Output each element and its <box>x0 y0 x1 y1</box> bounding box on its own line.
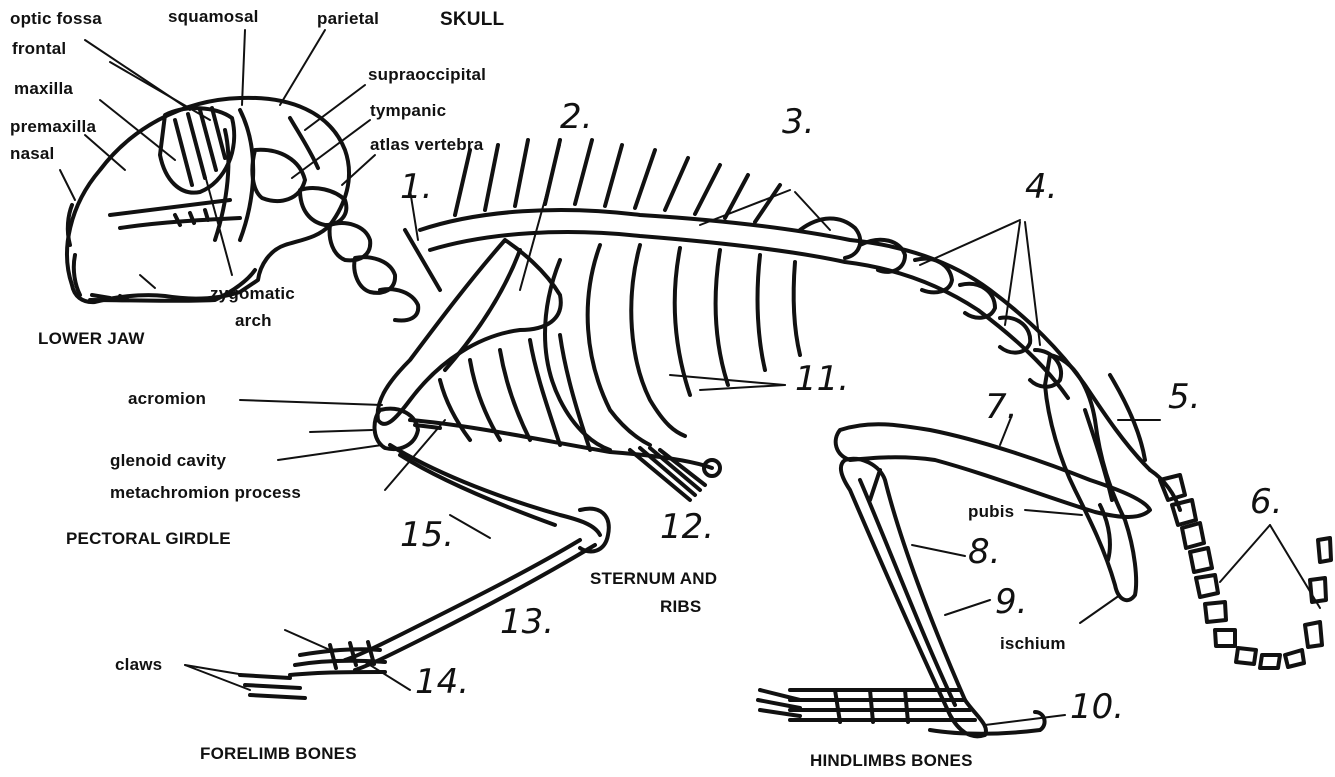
cervical-vertebrae <box>300 188 440 320</box>
label-lower-jaw: LOWER JAW <box>38 330 145 347</box>
pelvis <box>1045 355 1145 600</box>
label-zygomatic: zygomatic <box>210 285 295 302</box>
label-parietal: parietal <box>317 10 379 27</box>
label-metachromion-process: metachromion process <box>110 484 301 501</box>
number-4: 4. <box>1025 170 1057 204</box>
label-supraoccipital: supraoccipital <box>368 66 486 83</box>
number-10: 10. <box>1070 690 1124 724</box>
label-pubis: pubis <box>968 503 1014 520</box>
label-sternum-and: STERNUM AND <box>590 570 717 587</box>
number-12: 12. <box>660 510 714 544</box>
number-9: 9. <box>995 585 1027 619</box>
label-acromion: acromion <box>128 390 206 407</box>
label-claws: claws <box>115 656 162 673</box>
label-squamosal: squamosal <box>168 8 259 25</box>
label-glenoid-cavity: glenoid cavity <box>110 452 226 469</box>
label-hindlimb-bones: HINDLIMBS BONES <box>810 752 973 769</box>
label-ribs: RIBS <box>660 598 701 615</box>
label-pectoral-girdle: PECTORAL GIRDLE <box>66 530 231 547</box>
number-7: 7. <box>985 390 1017 424</box>
label-ischium: ischium <box>1000 635 1066 652</box>
number-1: 1. <box>400 170 432 204</box>
label-frontal: frontal <box>12 40 66 57</box>
label-nasal: nasal <box>10 145 54 162</box>
number-8: 8. <box>968 535 1000 569</box>
label-atlas-vertebra: atlas vertebra <box>370 136 483 153</box>
label-tympanic: tympanic <box>370 102 446 119</box>
hind-foot <box>758 690 1045 734</box>
label-premaxilla: premaxilla <box>10 118 96 135</box>
number-6: 6. <box>1250 485 1282 519</box>
number-11: 11. <box>795 362 849 396</box>
skull-title: SKULL <box>440 10 504 29</box>
label-zygomatic-arch: arch <box>235 312 272 329</box>
number-5: 5. <box>1168 380 1200 414</box>
number-3: 3. <box>782 105 814 139</box>
number-14: 14. <box>415 665 469 699</box>
label-maxilla: maxilla <box>14 80 73 97</box>
label-forelimb-bones: FORELIMB BONES <box>200 745 357 762</box>
number-13: 13. <box>500 605 554 639</box>
ribs <box>410 245 800 468</box>
number-2: 2. <box>560 100 592 134</box>
tail <box>1150 470 1331 668</box>
tibia <box>841 459 986 737</box>
label-optic-fossa: optic fossa <box>10 10 102 27</box>
number-15: 15. <box>400 518 454 552</box>
